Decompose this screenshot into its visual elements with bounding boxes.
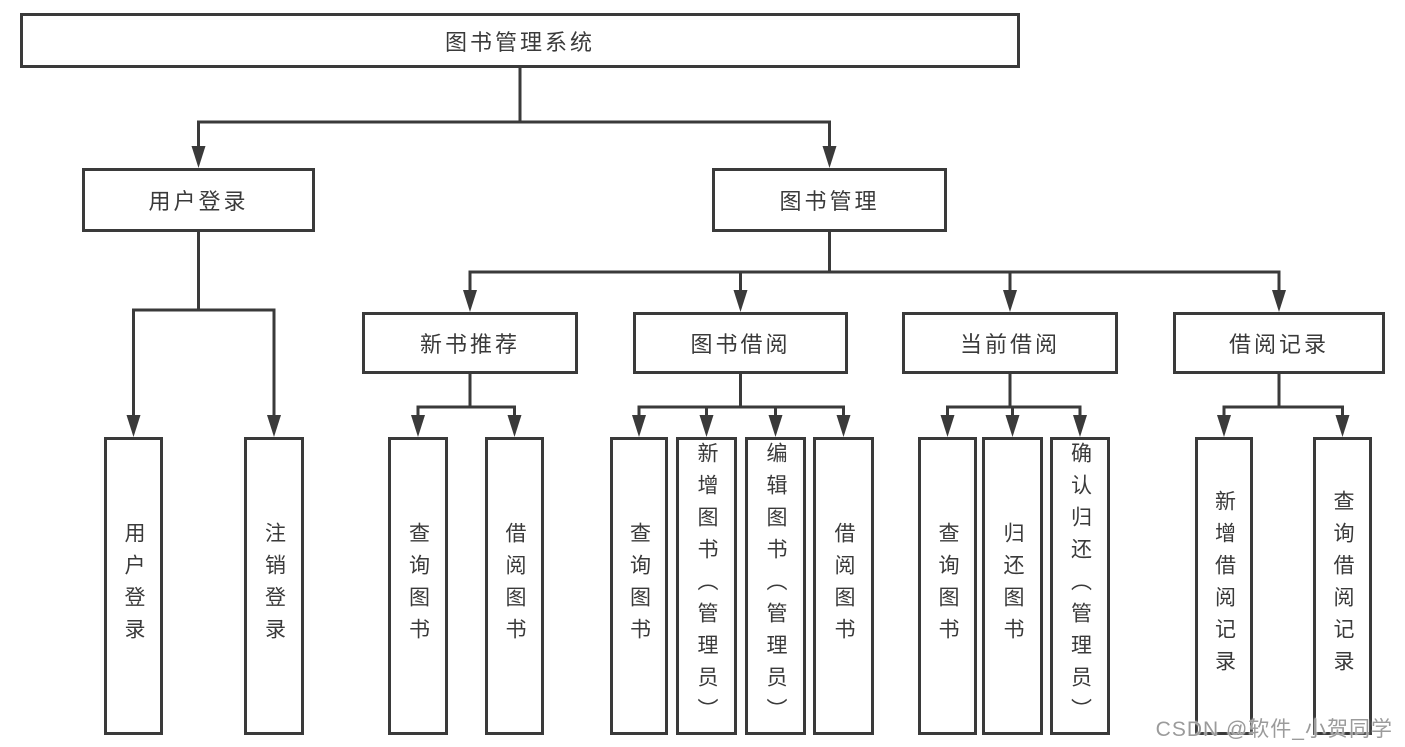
leaf-confirm-return-admin-label: 确认归还（管理员） — [1068, 442, 1092, 730]
arrowhead — [1003, 290, 1017, 312]
arrowhead — [940, 415, 955, 437]
arrowhead — [1335, 415, 1350, 437]
arrowhead — [1272, 290, 1286, 312]
watermark: CSDN @软件_小贺同学 — [1155, 718, 1393, 741]
connector-borrowing-records-children — [1217, 374, 1350, 437]
leaf-logout-label: 注销登录 — [262, 522, 286, 650]
arrowhead — [1005, 415, 1020, 437]
arrowhead — [632, 415, 646, 437]
arrowhead — [1073, 415, 1087, 437]
node-user-login: 用户登录 — [82, 168, 315, 232]
leaf-confirm-return-admin: 确认归还（管理员） — [1050, 437, 1110, 735]
leaf-return-books: 归还图书 — [982, 437, 1043, 735]
arrowhead — [1217, 415, 1231, 437]
leaf-add-borrow-record-label: 新增借阅记录 — [1212, 490, 1236, 682]
arrowhead — [768, 415, 783, 437]
node-borrowing-records: 借阅记录 — [1173, 312, 1385, 374]
node-book-management: 图书管理 — [712, 168, 947, 232]
arrowhead — [411, 415, 425, 437]
connector-user-login-children — [126, 232, 281, 437]
leaf-query-books-current-label: 查询图书 — [936, 522, 959, 650]
node-current-borrowing: 当前借阅 — [902, 312, 1118, 374]
arrowhead — [191, 146, 206, 168]
leaf-logout: 注销登录 — [244, 437, 304, 735]
leaf-query-books-current: 查询图书 — [918, 437, 977, 735]
connector-current-borrowing-children — [940, 374, 1087, 437]
leaf-query-borrow-record: 查询借阅记录 — [1313, 437, 1372, 735]
arrowhead — [126, 415, 141, 437]
leaf-borrow-books-borrowing-label: 借阅图书 — [832, 522, 855, 650]
arrowhead — [733, 290, 748, 312]
node-new-book-recommend: 新书推荐 — [362, 312, 578, 374]
connector-root-to-level2 — [191, 68, 837, 168]
leaf-add-borrow-record: 新增借阅记录 — [1195, 437, 1253, 735]
leaf-query-books-borrowing-label: 查询图书 — [627, 522, 651, 650]
connector-book-borrowing-children — [632, 374, 851, 437]
leaf-edit-books-admin: 编辑图书（管理员） — [745, 437, 806, 735]
leaf-add-books-admin-label: 新增图书（管理员） — [695, 442, 718, 730]
connector-new-book-recommend-children — [411, 374, 522, 437]
leaf-borrow-books-recommend-label: 借阅图书 — [503, 522, 526, 650]
node-system-root: 图书管理系统 — [20, 13, 1020, 68]
leaf-query-borrow-record-label: 查询借阅记录 — [1331, 490, 1354, 682]
arrowhead — [836, 415, 851, 437]
leaf-return-books-label: 归还图书 — [1001, 522, 1024, 650]
arrowhead — [267, 415, 281, 437]
leaf-edit-books-admin-label: 编辑图书（管理员） — [764, 442, 787, 730]
leaf-user-login: 用户登录 — [104, 437, 163, 735]
arrowhead — [507, 415, 522, 437]
leaf-query-books-recommend: 查询图书 — [388, 437, 448, 735]
arrowhead — [463, 290, 477, 312]
leaf-query-books-recommend-label: 查询图书 — [406, 522, 430, 650]
leaf-borrow-books-recommend: 借阅图书 — [485, 437, 544, 735]
leaf-user-login-label: 用户登录 — [122, 522, 145, 650]
node-book-borrowing: 图书借阅 — [633, 312, 848, 374]
arrowhead — [699, 415, 714, 437]
connector-book-management-children — [463, 232, 1286, 312]
leaf-borrow-books-borrowing: 借阅图书 — [813, 437, 874, 735]
arrowhead — [822, 146, 837, 168]
leaf-add-books-admin: 新增图书（管理员） — [676, 437, 737, 735]
leaf-query-books-borrowing: 查询图书 — [610, 437, 668, 735]
